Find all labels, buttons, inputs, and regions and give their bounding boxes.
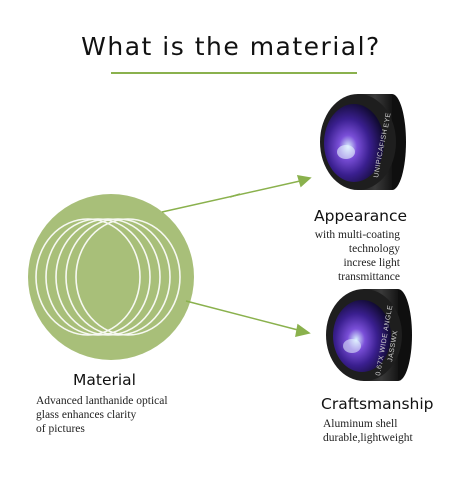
craftsmanship-line: durable,lightweight (323, 432, 413, 444)
fisheye-lens-icon: UNIPICA FISH EYE (320, 94, 406, 190)
material-heading: Material (73, 371, 136, 389)
appearance-description: with multi-coating technology increse li… (250, 228, 400, 284)
material-circle (28, 194, 194, 360)
appearance-line: transmittance (338, 271, 400, 283)
title-underline (111, 72, 357, 74)
material-line: of pictures (36, 423, 85, 435)
material-line: glass enhances clarity (36, 409, 137, 421)
arrow-to-appearance-icon (161, 175, 312, 213)
wide-angle-lens-icon: 0.67X WIDE ANGLE JASSWX (326, 289, 412, 381)
fisheye-lens-label-3: EYE (383, 112, 393, 128)
appearance-line: technology (348, 243, 400, 255)
appearance-line: increse light (343, 257, 400, 269)
material-line: Advanced lanthanide optical (36, 395, 168, 407)
appearance-line: with multi-coating (314, 229, 400, 241)
page-title: What is the material? (81, 32, 381, 61)
craftsmanship-description: Aluminum shell durable,lightweight (323, 417, 462, 445)
material-description: Advanced lanthanide optical glass enhanc… (36, 394, 206, 436)
fisheye-lens-label-2: FISH (379, 128, 389, 147)
craftsmanship-heading: Craftsmanship (321, 395, 434, 413)
craftsmanship-line: Aluminum shell (323, 418, 398, 430)
appearance-heading: Appearance (314, 207, 408, 225)
glass-rings-icon (35, 218, 181, 336)
arrow-to-craftsmanship-icon (185, 300, 311, 337)
